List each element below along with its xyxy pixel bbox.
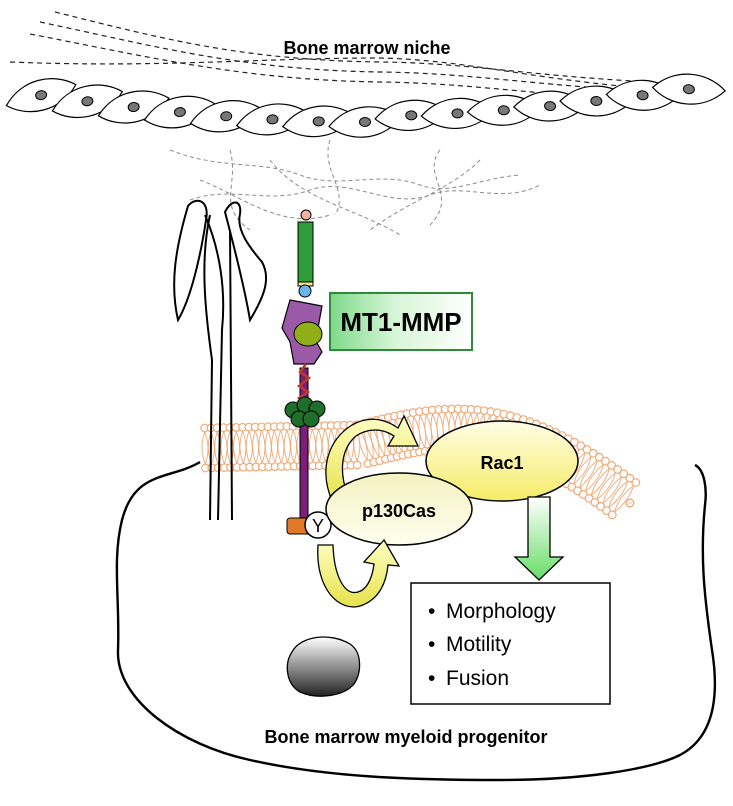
integrin-loops bbox=[173, 199, 267, 521]
rac1-label: Rac1 bbox=[480, 453, 523, 473]
zinc-site bbox=[293, 321, 323, 347]
cell-nucleus bbox=[266, 114, 279, 125]
cell-nucleus bbox=[173, 107, 186, 118]
outcome-list: • Morphology • Motility • Fusion bbox=[428, 600, 556, 690]
nucleus bbox=[286, 636, 361, 697]
cell-title: Bone marrow myeloid progenitor bbox=[264, 727, 547, 747]
cell-nucleus bbox=[81, 96, 94, 107]
furin-site bbox=[298, 284, 312, 298]
mt1-mmp-box bbox=[329, 292, 473, 351]
cell-nucleus bbox=[312, 116, 325, 127]
outcome-box bbox=[410, 582, 611, 705]
niche-title: Bone marrow niche bbox=[283, 38, 450, 58]
outcome-bullet: • bbox=[428, 667, 435, 690]
cell-nucleus bbox=[127, 101, 140, 113]
propeptide-domain bbox=[297, 221, 314, 283]
cell-nucleus bbox=[405, 110, 418, 121]
hinge-region bbox=[296, 363, 312, 405]
cell-nucleus bbox=[636, 90, 649, 101]
cell-nucleus bbox=[590, 95, 603, 107]
phospho-tyrosine-label: Y bbox=[312, 516, 324, 536]
outcome-morphology: Morphology bbox=[446, 600, 556, 623]
outcome-bullet: • bbox=[428, 600, 435, 623]
cell-nucleus bbox=[682, 84, 695, 95]
mt1-mmp-label: MT1-MMP bbox=[340, 307, 461, 337]
n-terminal-cap bbox=[300, 209, 312, 221]
arrow-p130cas-to-rac1 bbox=[325, 414, 420, 504]
outcome-bullet: • bbox=[428, 633, 435, 656]
cell-nucleus bbox=[544, 101, 557, 112]
stromal-cell-layer bbox=[5, 73, 726, 138]
cell-nucleus bbox=[451, 108, 464, 119]
hemopexin-domain bbox=[284, 396, 326, 428]
p130cas-node bbox=[325, 472, 473, 546]
phospho-tyrosine-site bbox=[304, 511, 332, 539]
arrow-phosphotyrosine-to-p130cas bbox=[317, 538, 401, 608]
outcome-fusion: Fusion bbox=[446, 667, 509, 690]
p130cas-label: p130Cas bbox=[362, 501, 436, 521]
ecm-mesh bbox=[169, 139, 541, 236]
cell-nucleus bbox=[359, 116, 371, 128]
mt1-mmp-molecule: Y bbox=[281, 209, 332, 539]
myeloid-cell-outline bbox=[115, 460, 717, 782]
arrow-rac1-to-outcomes bbox=[513, 496, 565, 581]
cell-nucleus bbox=[497, 105, 510, 116]
outcome-motility: Motility bbox=[446, 633, 512, 656]
stromal-cell bbox=[651, 73, 726, 105]
cell-nucleus bbox=[220, 111, 233, 122]
cell-nucleus bbox=[35, 90, 48, 101]
rac1-node bbox=[425, 420, 579, 502]
